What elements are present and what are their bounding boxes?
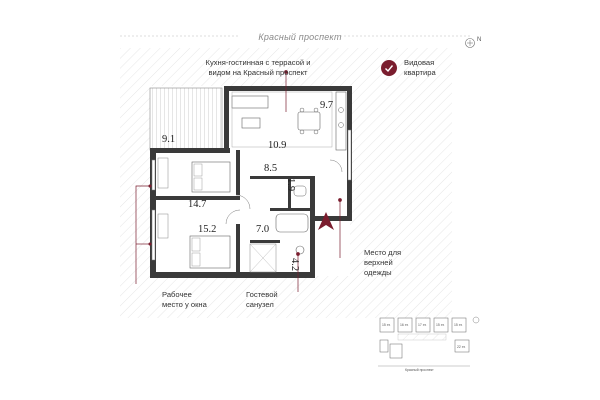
room-area-corridor: 7.0 [256, 224, 270, 235]
compass-icon: N [465, 36, 485, 48]
annotation-text: верхней [364, 258, 393, 267]
check-badge-icon [381, 60, 397, 76]
annotation-kitchen-terrace: Кухня-гостинная с террасой и видом на Кр… [168, 58, 348, 78]
annotation-text: Видовая [404, 58, 435, 67]
minimap-label: 17 эт. [418, 323, 427, 327]
annotation-text: Кухня-гостинная с террасой и [205, 58, 311, 67]
annotation-text: одежды [364, 268, 392, 277]
apartment-outline [149, 86, 352, 278]
location-minimap [378, 316, 480, 367]
room-area-kitchen: 9.7 [320, 100, 334, 111]
room-area-bedroom-bottom: 15.2 [198, 224, 217, 235]
annotation-text: квартира [404, 68, 436, 77]
minimap-label: 15 эт. [382, 323, 391, 327]
room-area-hall: 8.5 [264, 163, 278, 174]
compass-label: N [477, 37, 482, 43]
entrance-arrow-icon [318, 212, 334, 230]
annotation-guest-wc: Гостевой санузел [246, 290, 306, 310]
annotation-text: Место для [364, 248, 402, 257]
minimap-label: 16 эт. [400, 323, 409, 327]
room-area-living: 10.9 [268, 140, 287, 151]
annotation-text: место у окна [162, 300, 207, 309]
annotation-view-apartment: Видовая квартира [404, 58, 464, 78]
annotation-wardrobe: Место для верхней одежды [364, 248, 424, 278]
minimap-label: 15 эт. [436, 323, 445, 327]
minimap-label: 15 эт. [454, 323, 463, 327]
minimap-label: 22 эт. [457, 345, 466, 349]
annotation-leaders [135, 70, 342, 292]
annotation-text: видом на Красный проспект [208, 68, 308, 77]
room-area-terrace: 9.1 [162, 134, 176, 145]
annotation-text: Рабочее [162, 290, 192, 299]
room-area-bath-small: 1.9 [285, 178, 296, 192]
annotation-text: санузел [246, 300, 274, 309]
street-name-top: Красный проспект [258, 32, 342, 42]
minimap-street: Красный проспект [405, 368, 434, 372]
annotation-text: Гостевой [246, 290, 278, 299]
annotation-workplace: Рабочее место у окна [162, 290, 242, 310]
room-area-bathroom: 4.2 [289, 258, 300, 272]
room-area-bedroom-top: 14.7 [188, 199, 207, 210]
terrace-deck [149, 87, 223, 151]
